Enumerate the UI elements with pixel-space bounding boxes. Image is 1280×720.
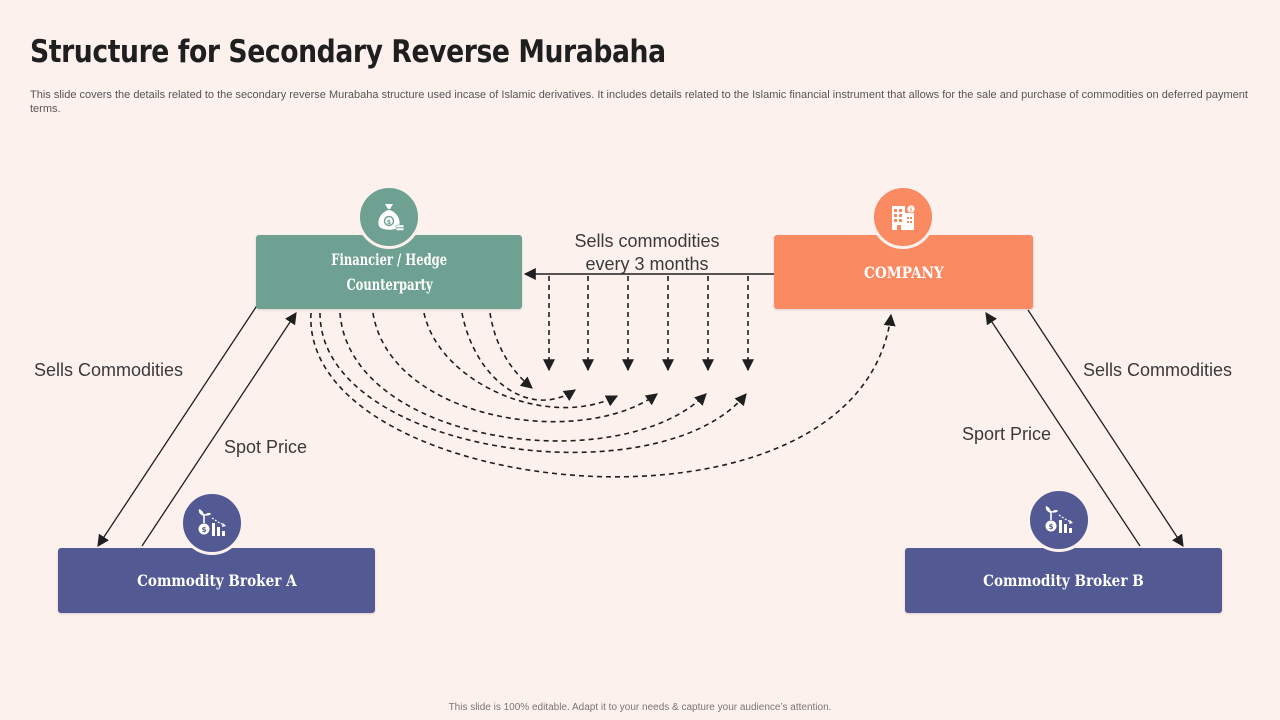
financier-label-line2: Counterparty bbox=[345, 275, 433, 294]
broker-a-label: Commodity Broker A bbox=[136, 571, 297, 590]
financier-label-line1: Financier / Hedge bbox=[331, 250, 447, 269]
svg-text:$: $ bbox=[202, 526, 207, 534]
company-label: COMPANY bbox=[863, 262, 944, 282]
every-3-months-line: every 3 months bbox=[585, 254, 709, 274]
sells-commodities-right-label: Sells Commodities bbox=[1083, 360, 1233, 380]
periodic-delivery-arrows bbox=[543, 276, 754, 372]
office-building-icon: i bbox=[871, 185, 935, 249]
financier-to-broker-a-arrow bbox=[97, 297, 263, 548]
broker-b-to-company-arrow bbox=[985, 311, 1141, 547]
slide-title: Structure for Secondary Reverse Murabaha bbox=[30, 34, 666, 70]
broker-a-to-financier-arrow bbox=[141, 311, 297, 547]
sells-commodities-line: Sells commodities bbox=[574, 231, 720, 251]
svg-text:$: $ bbox=[387, 219, 391, 226]
slide-description: This slide covers the details related to… bbox=[30, 89, 1248, 115]
money-bag-icon: $ bbox=[357, 185, 421, 249]
sells-every-3-months-label: Sells commodities every 3 months bbox=[552, 230, 742, 276]
broker-b-label: Commodity Broker B bbox=[983, 571, 1144, 590]
svg-text:$: $ bbox=[1049, 523, 1054, 531]
svg-text:i: i bbox=[910, 207, 912, 214]
investment-growth-icon: $ bbox=[180, 491, 244, 555]
company-to-broker-b-arrow bbox=[1027, 309, 1184, 548]
sells-commodities-left-label: Sells Commodities bbox=[34, 360, 184, 380]
broker-b-node: Commodity Broker B bbox=[905, 548, 1222, 613]
company-node: COMPANY bbox=[774, 235, 1033, 309]
investment-growth-icon: $ bbox=[1027, 488, 1091, 552]
broker-a-node: Commodity Broker A bbox=[58, 548, 375, 613]
sport-price-right-label: Sport Price bbox=[962, 424, 1052, 444]
spot-price-left-label: Spot Price bbox=[224, 437, 308, 457]
slide-footer: This slide is 100% editable. Adapt it to… bbox=[448, 702, 832, 713]
deferred-payment-curves bbox=[310, 312, 896, 478]
